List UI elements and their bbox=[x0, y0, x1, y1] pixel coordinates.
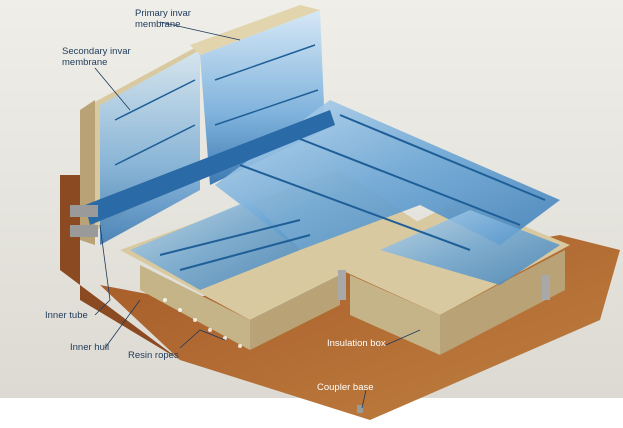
primary-wall-insulation-top bbox=[190, 5, 320, 55]
floor-strake-3 bbox=[339, 114, 546, 201]
coupler-post-1 bbox=[338, 270, 346, 300]
wall-strake-2 bbox=[114, 124, 196, 166]
inner-tube-bracket-1 bbox=[70, 205, 98, 217]
corner-beam bbox=[85, 110, 335, 225]
floor-strake-4 bbox=[159, 219, 301, 256]
label-resin-ropes: Resin ropes bbox=[128, 350, 179, 361]
label-inner-hull: Inner hull bbox=[70, 342, 110, 353]
floor-insulation-left-front bbox=[140, 265, 250, 350]
label-secondary-invar-membrane: Secondary invar membrane bbox=[62, 46, 131, 68]
floor-strake-5 bbox=[179, 234, 311, 271]
wall-strake-3 bbox=[214, 44, 316, 81]
floor-strake-1 bbox=[239, 164, 471, 251]
floor-strake-2 bbox=[289, 134, 521, 226]
label-inner-tube: Inner tube bbox=[45, 310, 88, 321]
wall-strake-4 bbox=[214, 89, 319, 126]
coupler-base-marker bbox=[357, 405, 363, 413]
label-coupler-base: Coupler base bbox=[317, 382, 374, 393]
inner-tube-bracket-2 bbox=[70, 225, 98, 237]
label-primary-line-1: Primary invar bbox=[135, 8, 191, 19]
label-primary-invar-membrane: Primary invar membrane bbox=[135, 8, 191, 30]
label-primary-line-2: membrane bbox=[135, 19, 181, 30]
wall-strake-1 bbox=[114, 79, 196, 121]
inner-hull-side-left bbox=[60, 175, 180, 360]
label-secondary-line-1: Secondary invar bbox=[62, 46, 131, 57]
label-insulation-box: Insulation box bbox=[327, 338, 386, 349]
coupler-post-2 bbox=[542, 275, 550, 300]
insulation-box-front bbox=[350, 275, 440, 355]
insulation-box-side bbox=[440, 250, 565, 355]
floor-insulation-left-side bbox=[250, 275, 340, 350]
resin-ropes bbox=[163, 298, 242, 348]
leader-lines bbox=[94, 21, 421, 409]
floor-secondary-membrane bbox=[130, 200, 300, 290]
floor-membrane-right bbox=[380, 210, 560, 285]
label-secondary-line-2: membrane bbox=[62, 57, 108, 68]
